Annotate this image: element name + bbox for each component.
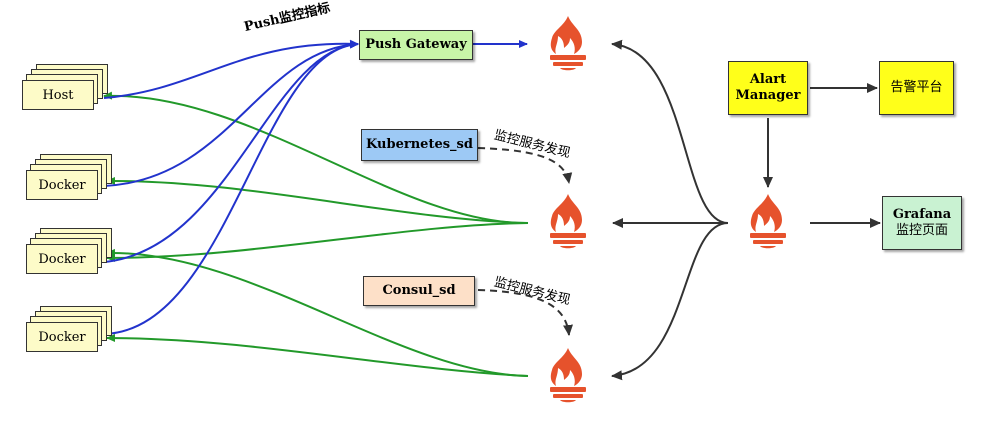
push-lines — [103, 39, 528, 335]
docker-stack-1: Docker — [26, 154, 116, 204]
kubernetes-sd-box: Kubernetes_sd — [361, 129, 478, 161]
alert-manager-box: Alart Manager — [728, 61, 808, 115]
prometheus-icon — [550, 348, 586, 403]
alert-manager-line2: Manager — [735, 88, 801, 103]
alert-platform-box: 告警平台 — [879, 61, 954, 115]
discovery-lines — [477, 147, 573, 336]
docker-label-2: Docker — [26, 244, 98, 274]
push-gateway-box: Push Gateway — [359, 30, 473, 60]
grafana-box: Grafana 监控页面 — [882, 196, 962, 250]
docker-stack-3: Docker — [26, 306, 116, 356]
docker-label-1: Docker — [26, 170, 98, 200]
prometheus-icon — [750, 194, 786, 249]
grafana-line2: 监控页面 — [895, 223, 948, 238]
host-stack: Host — [22, 64, 112, 114]
docker-label-3: Docker — [26, 322, 98, 352]
prometheus-icon — [550, 16, 586, 71]
federation-lines — [611, 39, 881, 381]
prometheus-icon — [550, 194, 586, 249]
consul-sd-box: Consul_sd — [363, 276, 475, 306]
docker-stack-2: Docker — [26, 228, 116, 278]
scrape-lines — [103, 91, 529, 377]
alert-manager-line1: Alart — [749, 72, 787, 87]
grafana-line1: Grafana — [892, 207, 952, 222]
host-label: Host — [22, 80, 94, 110]
